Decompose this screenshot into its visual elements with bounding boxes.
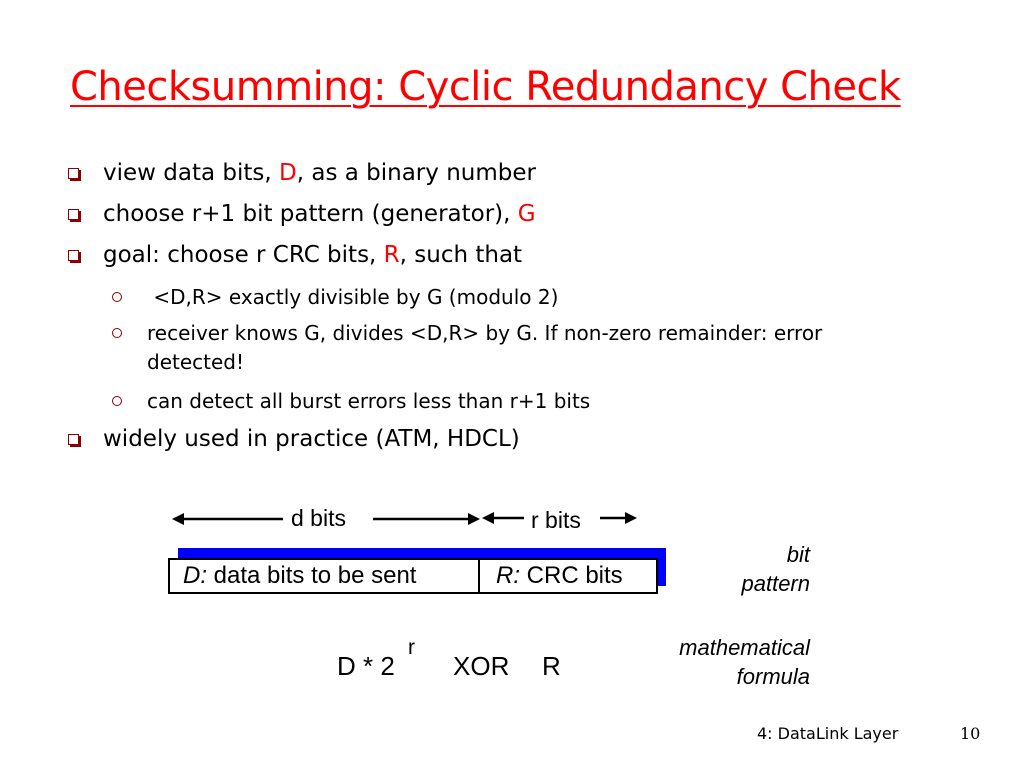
formula-xor: XOR	[453, 651, 510, 681]
crc-bits-field: R: CRC bits	[478, 558, 658, 594]
bullet-text: choose r+1 bit pattern (generator),	[103, 201, 518, 227]
r-bits-arrowhead-right	[625, 512, 637, 524]
d-bits-arrowhead-left	[172, 513, 184, 525]
r-bits-label: r bits	[531, 507, 581, 533]
bullet-emphasis-r: R	[383, 242, 400, 268]
square-bullet-icon	[68, 434, 79, 445]
sub-bullet-text: receiver knows G, divides <D,R> by G. If…	[147, 321, 823, 374]
bit-pattern-caption: bit pattern	[650, 540, 811, 598]
bullet-text: , such that	[399, 242, 523, 268]
bullet-emphasis-d: D	[279, 160, 297, 186]
math-formula-caption: mathematical formula	[620, 633, 810, 691]
square-bullet-icon	[68, 250, 79, 261]
crc-bits-prefix: R:	[496, 562, 520, 589]
bit-pattern-line1: bit	[786, 542, 810, 567]
r-bits-arrowhead-left	[482, 512, 494, 524]
bullet-text: , as a binary number	[296, 160, 536, 186]
square-bullet-icon	[68, 168, 79, 179]
d-bits-arrowhead-right	[468, 513, 480, 525]
page-number: 10	[960, 724, 981, 743]
bullet-emphasis-g: G	[517, 201, 536, 227]
bit-pattern-line2: pattern	[741, 571, 811, 596]
bullet-text: widely used in practice (ATM, HDCL)	[103, 426, 520, 452]
circle-bullet-icon	[112, 292, 122, 302]
circle-bullet-icon	[112, 328, 122, 338]
math-formula-line1: mathematical	[679, 635, 810, 660]
footer-chapter: 4: DataLink Layer	[757, 724, 899, 743]
formula-base: D * 2	[337, 651, 395, 681]
formula-r: R	[542, 651, 561, 681]
square-bullet-icon	[68, 209, 79, 220]
circle-bullet-icon	[112, 396, 122, 406]
crc-bits-text: CRC bits	[526, 562, 623, 589]
math-formula-line2: formula	[736, 664, 810, 689]
formula-exponent: r	[408, 636, 415, 659]
data-bits-text: data bits to be sent	[213, 562, 417, 589]
sub-bullet-text: <D,R> exactly divisible by G (modulo 2)	[147, 285, 559, 309]
slide-title: Checksumming: Cyclic Redundancy Check	[70, 64, 901, 110]
bullet-text: goal: choose r CRC bits,	[103, 242, 384, 268]
data-bits-prefix: D:	[183, 562, 207, 589]
sub-bullet-text: can detect all burst errors less than r+…	[147, 389, 591, 413]
data-bits-field: D: data bits to be sent	[168, 558, 480, 594]
bullet-text: view data bits,	[103, 160, 280, 186]
d-bits-label: d bits	[291, 505, 346, 531]
